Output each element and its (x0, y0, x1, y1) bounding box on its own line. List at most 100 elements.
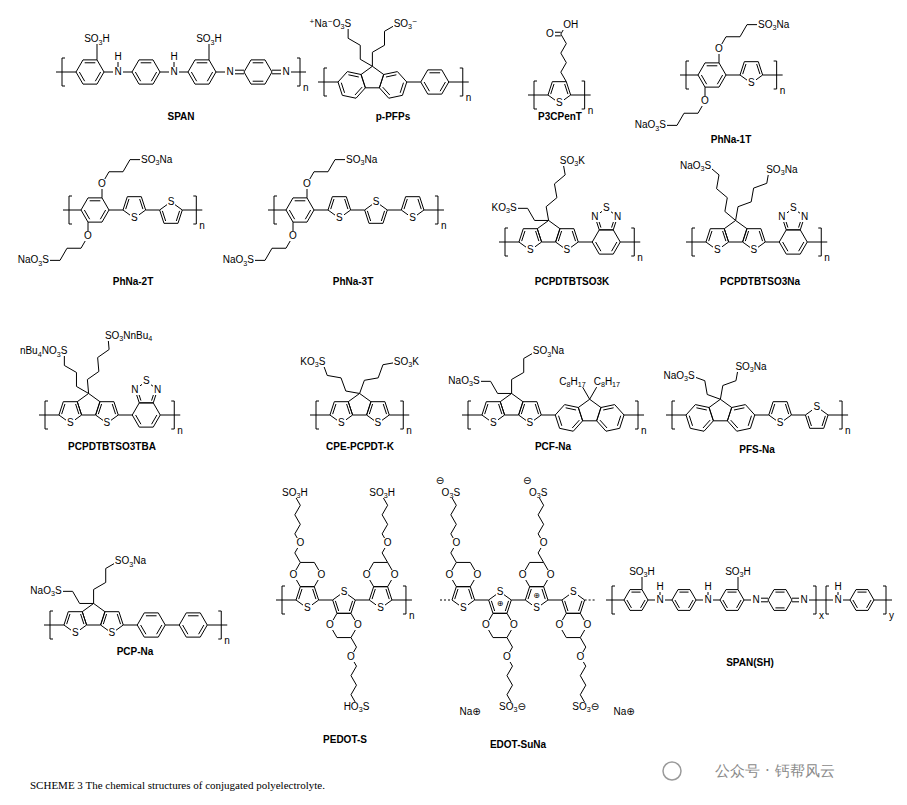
atom-label: SO3H (368, 488, 396, 498)
atom-label: O (295, 538, 305, 548)
bond (135, 72, 140, 81)
bond (141, 62, 152, 63)
bond (449, 82, 469, 83)
atom-label: HO3S (343, 702, 371, 712)
atom-label: N (613, 212, 622, 222)
bond (299, 589, 302, 599)
bond (268, 210, 286, 211)
bond (624, 590, 648, 611)
compound-name: PCPDTBTSO3TBA (67, 442, 157, 452)
bond (708, 166, 735, 221)
bond (112, 404, 115, 414)
atom-label: N (169, 67, 178, 77)
bond (757, 64, 760, 74)
atom-label: N (777, 212, 786, 222)
atom-label: n (223, 636, 231, 646)
atom-label: ⁺Na⁻O3S (308, 19, 352, 29)
atom-label: O3S (441, 488, 461, 498)
compound-name: PhNa-1T (710, 135, 753, 145)
atom-label: n (405, 426, 413, 436)
atom-label: S (142, 376, 151, 386)
bond (84, 210, 89, 219)
bond (123, 625, 137, 626)
bond (387, 210, 401, 211)
bond (199, 625, 204, 634)
bond (763, 75, 783, 76)
atom-label: O (554, 620, 564, 630)
bond (692, 376, 721, 399)
bond (347, 404, 350, 414)
atom-label: O (97, 179, 107, 189)
bond (785, 404, 788, 414)
bond (76, 404, 79, 414)
bond (295, 496, 301, 563)
bond (94, 561, 118, 603)
bond (709, 231, 712, 241)
bond (386, 75, 396, 77)
bond (755, 415, 769, 416)
bond (407, 82, 421, 83)
bond (157, 625, 162, 634)
bond (666, 415, 686, 416)
atom-label: O (83, 231, 93, 241)
bond (360, 362, 397, 393)
atom-label: O (539, 538, 549, 548)
atom-label: NaO3S (17, 255, 50, 265)
bracket (839, 401, 842, 429)
bond (191, 72, 196, 81)
bond (528, 95, 548, 96)
atom-label: N (590, 212, 599, 222)
bond (606, 600, 624, 601)
bond (799, 242, 804, 251)
bond (132, 403, 160, 427)
bond (542, 589, 545, 599)
bond (775, 607, 784, 608)
bond (857, 592, 866, 593)
bracket (171, 401, 174, 429)
bond (779, 230, 807, 254)
atom-label: SO3Na (345, 155, 378, 165)
bond (100, 210, 105, 219)
bond (322, 362, 359, 393)
bond (536, 231, 539, 241)
atom-label: O (502, 652, 512, 662)
atom-label: O (509, 620, 519, 630)
bond (469, 589, 472, 599)
bond (791, 415, 805, 416)
bond (333, 404, 336, 414)
bond (126, 199, 129, 209)
bracket (818, 228, 821, 256)
bond (538, 496, 544, 563)
compound-name: SPAN (166, 112, 195, 122)
bracket (582, 81, 585, 109)
atom-label: n (779, 86, 787, 96)
bond (596, 242, 601, 251)
bond (642, 575, 643, 590)
bracket (774, 61, 777, 89)
bond (580, 638, 586, 705)
bond (386, 589, 389, 599)
bond (559, 416, 562, 426)
bond (404, 199, 407, 209)
bond (680, 75, 698, 76)
bond (67, 614, 70, 624)
bond (381, 211, 384, 221)
bond (572, 231, 575, 241)
bond (783, 242, 788, 251)
atom-label: KO3S (299, 357, 326, 367)
atom-label: N (655, 595, 664, 605)
compound-name: CPE-PCPDT-K (325, 442, 395, 452)
bracket (218, 611, 221, 639)
bond (162, 211, 165, 221)
bond (400, 83, 403, 93)
compound-name: p-PFPs (375, 112, 411, 122)
atom-label: S (812, 402, 821, 412)
bond (727, 592, 736, 593)
bond (152, 415, 157, 424)
atom-label: O (444, 570, 454, 580)
bond (535, 404, 538, 414)
bond (620, 242, 640, 243)
bond (207, 625, 227, 626)
atom-label: S (555, 98, 564, 108)
bond (182, 210, 202, 211)
